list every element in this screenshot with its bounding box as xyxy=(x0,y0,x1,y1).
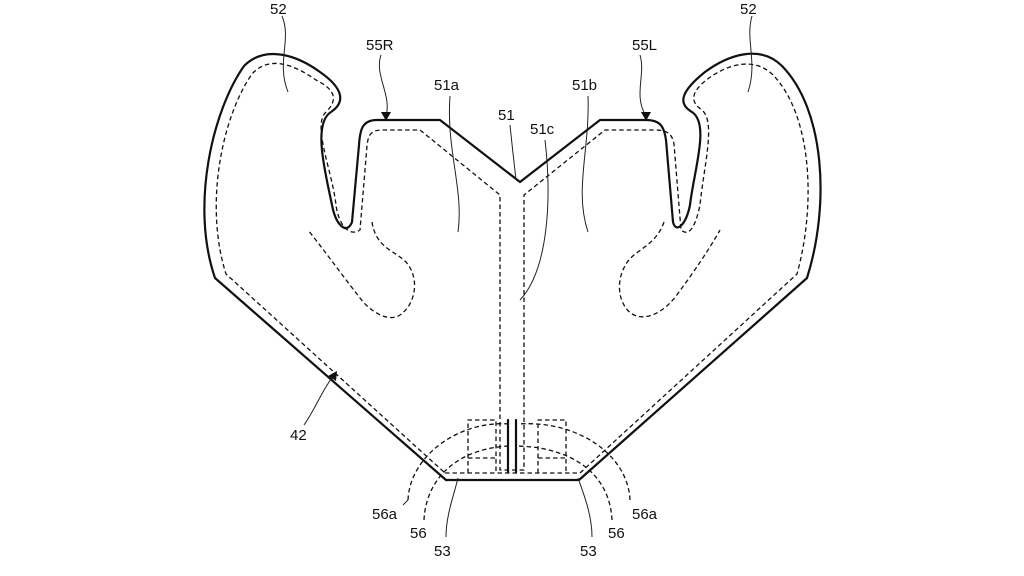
label-52-right: 52 xyxy=(740,1,757,18)
label-53-right: 53 xyxy=(580,543,597,560)
label-55r: 55R xyxy=(366,37,394,54)
leader-51b xyxy=(581,95,589,233)
leader-51a xyxy=(448,95,460,233)
arc-56-right xyxy=(517,445,613,521)
arc-56-left xyxy=(423,445,511,521)
right-inner-lobe xyxy=(618,221,721,318)
arrowhead-55l xyxy=(641,112,651,121)
label-53-left: 53 xyxy=(434,543,451,560)
arrowhead-55r xyxy=(381,112,391,121)
label-42: 42 xyxy=(290,427,307,444)
arrowhead-42 xyxy=(328,371,337,381)
left-box-53 xyxy=(467,419,497,473)
label-51: 51 xyxy=(498,107,515,124)
leader-52-left xyxy=(281,15,289,93)
label-51c: 51c xyxy=(530,121,555,138)
leader-53-left xyxy=(445,477,459,538)
label-55l: 55L xyxy=(632,37,657,54)
outer-outline xyxy=(203,52,822,482)
leader-42 xyxy=(303,374,335,426)
label-51b: 51b xyxy=(572,77,597,94)
right-box-53 xyxy=(537,419,567,473)
label-56a-right: 56a xyxy=(632,506,658,523)
leader-55l xyxy=(639,54,647,117)
arc-56a-left xyxy=(407,423,511,501)
label-56-right: 56 xyxy=(608,525,625,542)
leader-52-right xyxy=(747,15,753,93)
label-52-left: 52 xyxy=(270,1,287,18)
leader-53-right xyxy=(577,477,593,538)
leader-56a-left xyxy=(402,499,409,506)
label-56a-left: 56a xyxy=(372,506,398,523)
left-inner-lobe xyxy=(307,221,416,319)
label-56-left: 56 xyxy=(410,525,427,542)
leader-55r xyxy=(378,54,388,117)
arc-56a-right xyxy=(517,423,631,501)
leader-51c xyxy=(519,139,549,301)
inner-dashed-outline xyxy=(215,62,809,474)
label-51a: 51a xyxy=(434,77,460,94)
leader-51 xyxy=(509,124,517,181)
